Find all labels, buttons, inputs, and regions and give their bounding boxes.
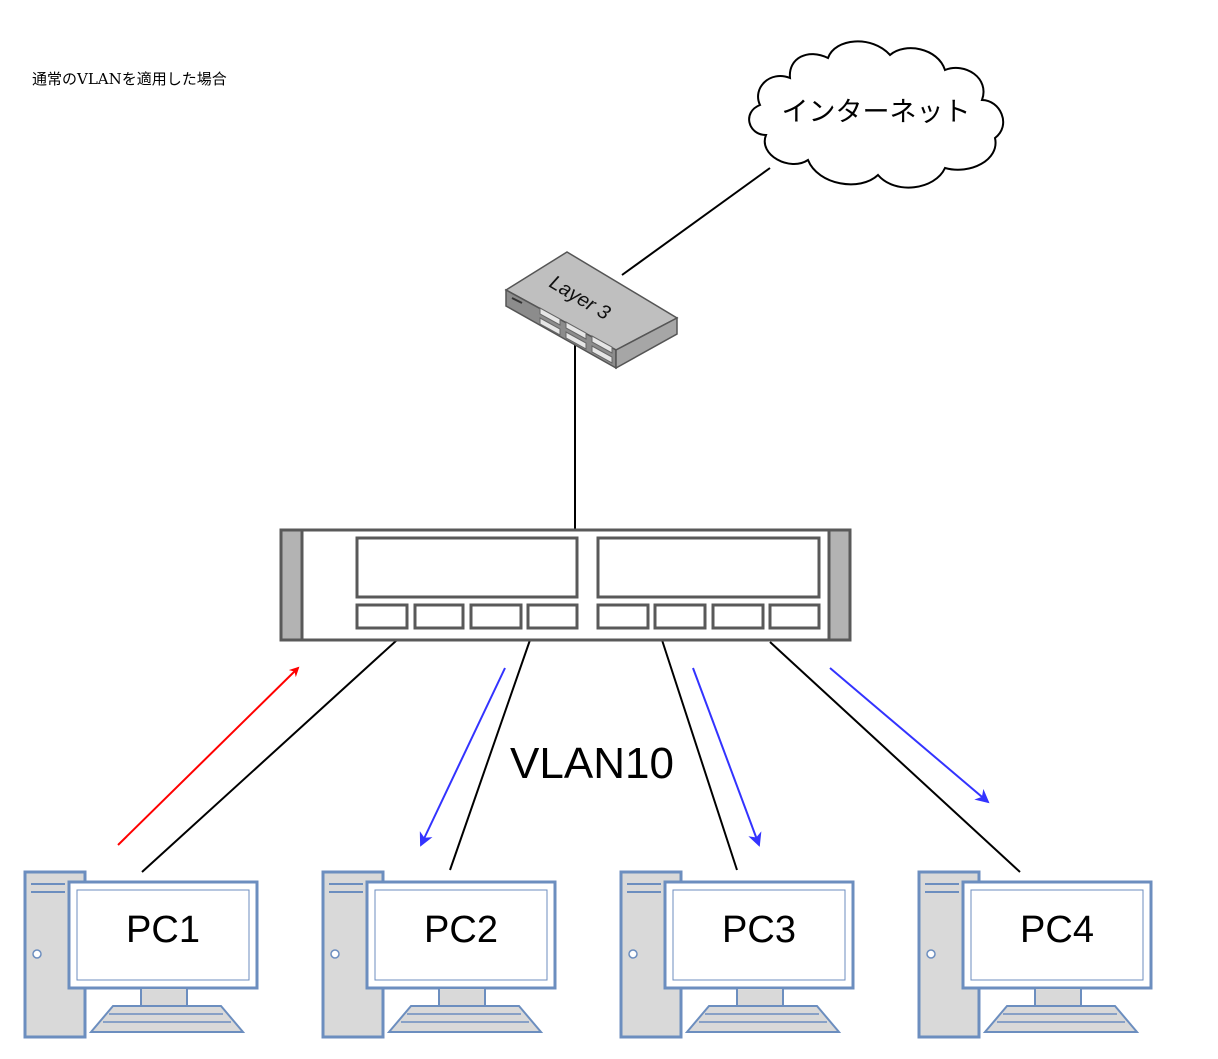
pc-label: PC3 [722, 909, 796, 951]
broadcast-arrow-pc4 [829, 667, 990, 804]
pc-2: PC2 [321, 870, 557, 1039]
cloud-label: インターネット [782, 97, 971, 128]
switch-panel-right [596, 536, 821, 599]
switch-left-ear [279, 528, 304, 642]
pc-4: PC4 [917, 870, 1153, 1039]
outbound-arrow-pc1 [117, 666, 300, 846]
switch-pc3-link [661, 639, 738, 871]
desktop-pc-icon [917, 870, 1153, 1039]
switch-pc4-link [769, 641, 1021, 873]
diagram-caption: 通常のVLANを適用した場合 [32, 70, 227, 88]
pc-label: PC2 [424, 909, 498, 951]
pc-label: PC1 [126, 909, 200, 951]
connection-lines [141, 167, 1021, 873]
switch-ports [355, 603, 821, 630]
desktop-pc-icon [321, 870, 557, 1039]
cloud-icon: インターネット [748, 40, 1005, 189]
traffic-arrows [117, 666, 990, 847]
broadcast-arrow-pc3 [692, 667, 762, 847]
switch-right-ear [827, 528, 852, 642]
l2-switch-icon [279, 528, 852, 642]
broadcast-arrow-pc2 [419, 667, 506, 847]
desktop-pc-icon [619, 870, 855, 1039]
pc-3: PC3 [619, 870, 855, 1039]
vlan-label: VLAN10 [510, 739, 674, 788]
pc-label: PC4 [1020, 909, 1094, 951]
layer3-switch-icon: Layer 3 [504, 251, 679, 370]
pc-1: PC1 [23, 870, 259, 1039]
cloud-router-link [621, 167, 771, 276]
switch-pc1-link [141, 639, 398, 873]
switch-panel-left [355, 536, 579, 599]
desktop-pc-icon [23, 870, 259, 1039]
switch-pc2-link [449, 639, 531, 871]
